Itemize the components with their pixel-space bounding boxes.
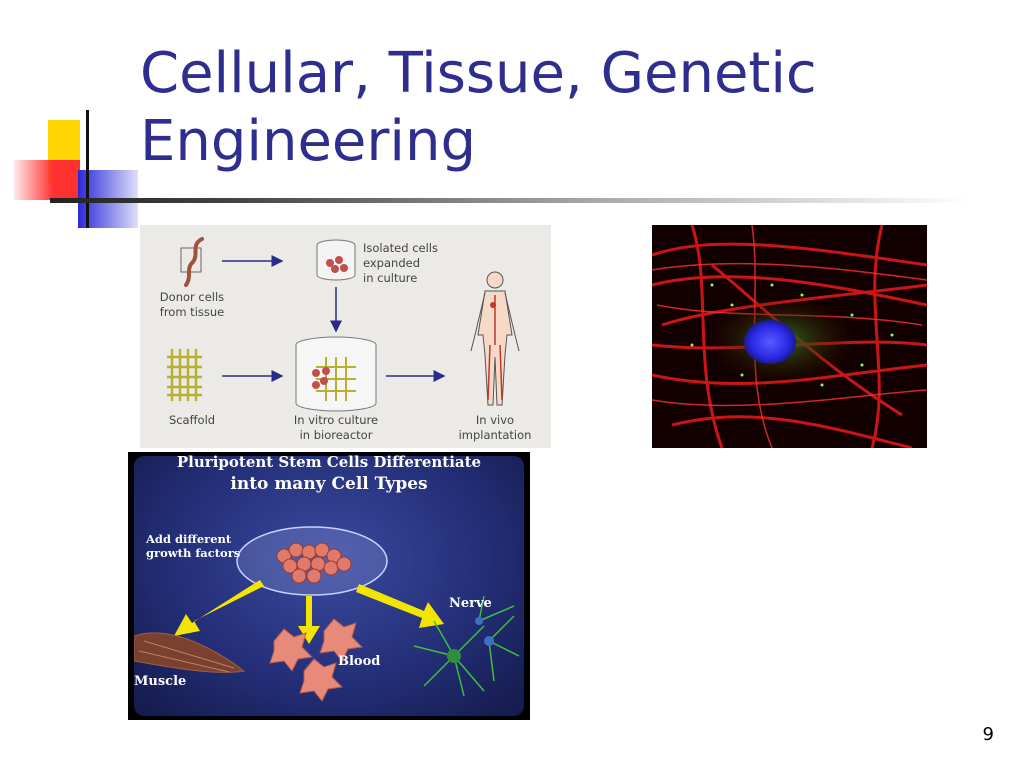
bioreactor-icon [295, 336, 377, 412]
label-growth-line2: growth factors [146, 546, 241, 560]
label-donor-cells: Donor cells from tissue [152, 290, 232, 320]
stem-cell-panel: Pluripotent Stem Cells Differentiate int… [134, 453, 524, 716]
nerve-cell-icon [413, 595, 520, 697]
slide-title: Cellular, Tissue, Genetic Engineering [140, 40, 940, 176]
decor-red-square [14, 160, 80, 200]
label-nerve: Nerve [449, 596, 492, 611]
label-donor-line2: from tissue [159, 305, 225, 319]
label-scaffold: Scaffold [168, 413, 216, 427]
slide-title-line1: Cellular, Tissue, Genetic [140, 41, 817, 106]
label-isolated-cells: Isolated cells expanded in culture [363, 241, 443, 286]
scaffold-icon [167, 349, 202, 401]
label-invivo-line2: implantation [458, 428, 532, 442]
tissue-engineering-diagram: Donor cells from tissue Isolated cells e… [140, 225, 551, 448]
label-muscle: Muscle [134, 674, 187, 689]
fluorescent-cell-graphics [652, 225, 927, 448]
culture-dish-icon [316, 239, 356, 281]
label-invitro-line2: in bioreactor [299, 428, 373, 442]
label-invivo-line1: In vivo [475, 413, 515, 427]
stem-title-line1: Pluripotent Stem Cells Differentiate [176, 453, 482, 471]
muscle-cell-icon [134, 632, 246, 673]
label-growth-line1: Add different [146, 532, 232, 546]
label-isolated-line3: in culture [363, 271, 418, 285]
label-blood: Blood [338, 654, 381, 669]
label-growth-factors: Add different growth factors [146, 532, 240, 560]
page-number: 9 [982, 724, 994, 745]
human-body-icon [470, 271, 520, 406]
fluorescent-cell-image [652, 225, 927, 448]
stem-cell-graphics [134, 526, 520, 702]
title-underline [50, 198, 970, 203]
decor-vertical-line [86, 110, 89, 228]
label-donor-line1: Donor cells [159, 290, 225, 304]
donor-tissue-icon [180, 237, 204, 287]
slide-title-line2: Engineering [140, 109, 476, 174]
label-in-vitro: In vitro culture in bioreactor [286, 413, 386, 443]
stem-title-line2: into many Cell Types [230, 474, 428, 494]
label-invitro-line1: In vitro culture [293, 413, 379, 427]
tissue-diagram-graphics [167, 237, 520, 412]
blood-cell-icon [269, 618, 364, 702]
label-isolated-line2: expanded [363, 256, 420, 270]
label-in-vivo: In vivo implantation [450, 413, 540, 443]
label-isolated-line1: Isolated cells [363, 241, 438, 255]
stem-cell-diagram: Pluripotent Stem Cells Differentiate int… [128, 452, 530, 720]
